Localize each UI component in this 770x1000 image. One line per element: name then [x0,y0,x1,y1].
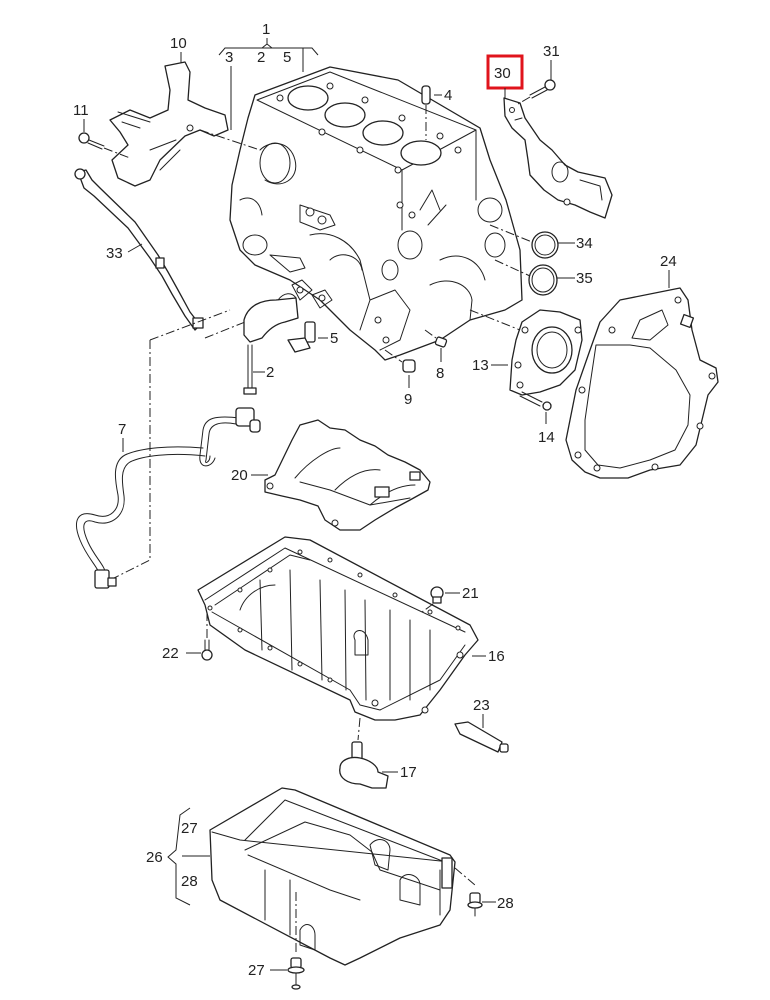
part-1-cylinder-block[interactable] [229,66,523,361]
assembly-line [109,340,151,581]
part-7-breather-hose[interactable]: 7 [76,407,261,589]
part-21-drain-plug[interactable]: 21 [421,585,479,613]
part-16-oil-pan[interactable]: 16 [197,536,505,721]
part-9-dowel-sleeve[interactable]: 9 [384,349,416,408]
callout-5-top[interactable]: 5 [283,49,291,66]
callout-23[interactable]: 23 [473,697,490,714]
callout-14[interactable]: 14 [538,429,555,446]
callout-2[interactable]: 2 [266,364,274,381]
callout-9[interactable]: 9 [404,391,412,408]
part-8-dowel-pin[interactable]: 8 [424,329,448,382]
callout-33[interactable]: 33 [106,245,123,262]
part-24-intermediate-plate[interactable]: 24 [565,253,719,479]
callout-10[interactable]: 10 [170,35,187,52]
callout-28-group[interactable]: 28 [181,873,198,890]
callout-28[interactable]: 28 [497,895,514,912]
part-10-bracket[interactable]: 10 [109,35,229,187]
part-17-oil-level-sender[interactable]: 17 [339,717,417,789]
part-20-baffle-plate[interactable]: 20 [231,419,431,531]
callout-20[interactable]: 20 [231,467,248,484]
callout-26[interactable]: 26 [146,849,163,866]
part-14-bolt[interactable]: 14 [519,391,555,446]
highlight-box [486,54,524,90]
callout-13[interactable]: 13 [472,357,489,374]
part-35-o-ring[interactable]: 35 [494,259,593,296]
callout-34[interactable]: 34 [576,235,593,252]
callout-27[interactable]: 27 [248,962,265,979]
part-23-sealant-tube[interactable]: 23 [454,697,509,753]
part-13-sealing-flange[interactable]: 13 [469,309,583,396]
callout-5[interactable]: 5 [330,330,338,347]
callout-16[interactable]: 16 [488,648,505,665]
part-27-expanding-rivet[interactable]: 27 [248,892,305,990]
part-33-dipstick-tube[interactable]: 33 [74,168,301,339]
part-31-bolt[interactable]: 31 [517,43,560,105]
part-bearing-cap[interactable] [243,293,299,343]
callout-31[interactable]: 31 [543,43,560,60]
assembly-line [149,309,231,341]
callout-22[interactable]: 22 [162,645,179,662]
part-34-o-ring[interactable]: 34 [489,224,593,259]
callout-4[interactable]: 4 [444,87,452,104]
callout-3[interactable]: 3 [225,49,233,66]
assembly-line [199,129,261,151]
part-11-bolt[interactable]: 11 [73,102,131,159]
callout-35[interactable]: 35 [576,270,593,287]
part-4-dowel[interactable]: 4 [421,85,452,140]
callout-21[interactable]: 21 [462,585,479,602]
part-2-bearing-cap-bolt[interactable]: 2 [243,344,274,395]
part-30-heat-shield[interactable]: 30 [486,54,613,219]
callout-1[interactable]: 1 [262,21,270,38]
callout-group-26: 26 27 28 [146,807,210,906]
callout-30[interactable]: 30 [494,65,511,82]
callout-17[interactable]: 17 [400,764,417,781]
callout-2-top[interactable]: 2 [257,49,265,66]
part-22-bolt[interactable]: 22 [162,612,213,662]
callout-group-1: 1 3 2 5 [218,21,319,130]
callout-27-group[interactable]: 27 [181,820,198,837]
part-26-noise-insulation[interactable] [209,787,456,966]
callout-24[interactable]: 24 [660,253,677,270]
callout-7[interactable]: 7 [118,421,126,438]
callout-11[interactable]: 11 [73,102,89,119]
part-28-expanding-rivet[interactable]: 28 [454,867,514,917]
callout-8[interactable]: 8 [436,365,444,382]
part-5-oil-spray-jet[interactable]: 5 [287,321,338,353]
